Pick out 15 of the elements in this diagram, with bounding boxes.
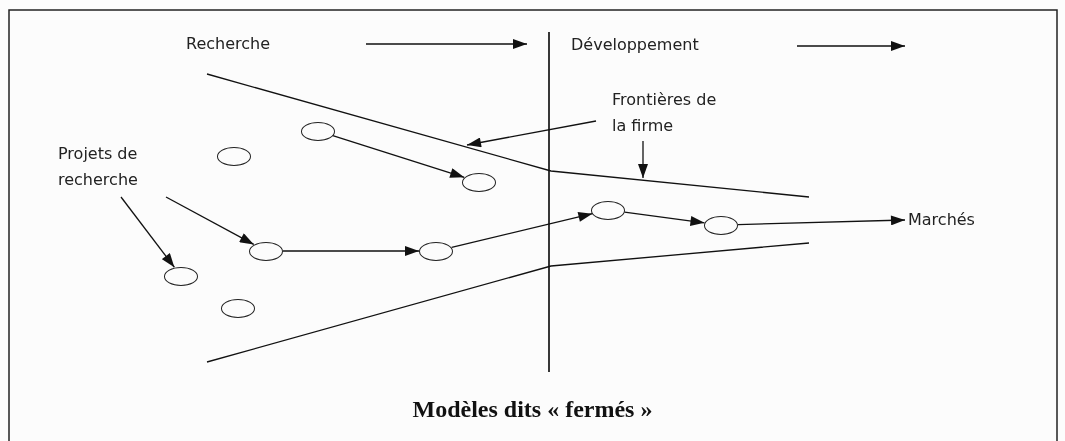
annotation-text: Projets de recherche [58, 141, 198, 193]
phase-label: Développement [571, 34, 699, 56]
annotation-text: Marchés [908, 207, 988, 233]
leader-arrow [466, 120, 597, 148]
arrow [282, 246, 420, 256]
annotation-text: Frontières de la firme [612, 87, 720, 139]
arrow [737, 215, 906, 226]
arrow [332, 135, 465, 178]
leader-arrow [638, 140, 648, 179]
leader-arrow [165, 196, 255, 246]
arrow [451, 212, 593, 248]
phase-label: Recherche [186, 33, 271, 55]
arrow [623, 211, 706, 226]
caption: Modèles dits « fermés » [411, 396, 654, 423]
leader-arrow [120, 196, 175, 268]
